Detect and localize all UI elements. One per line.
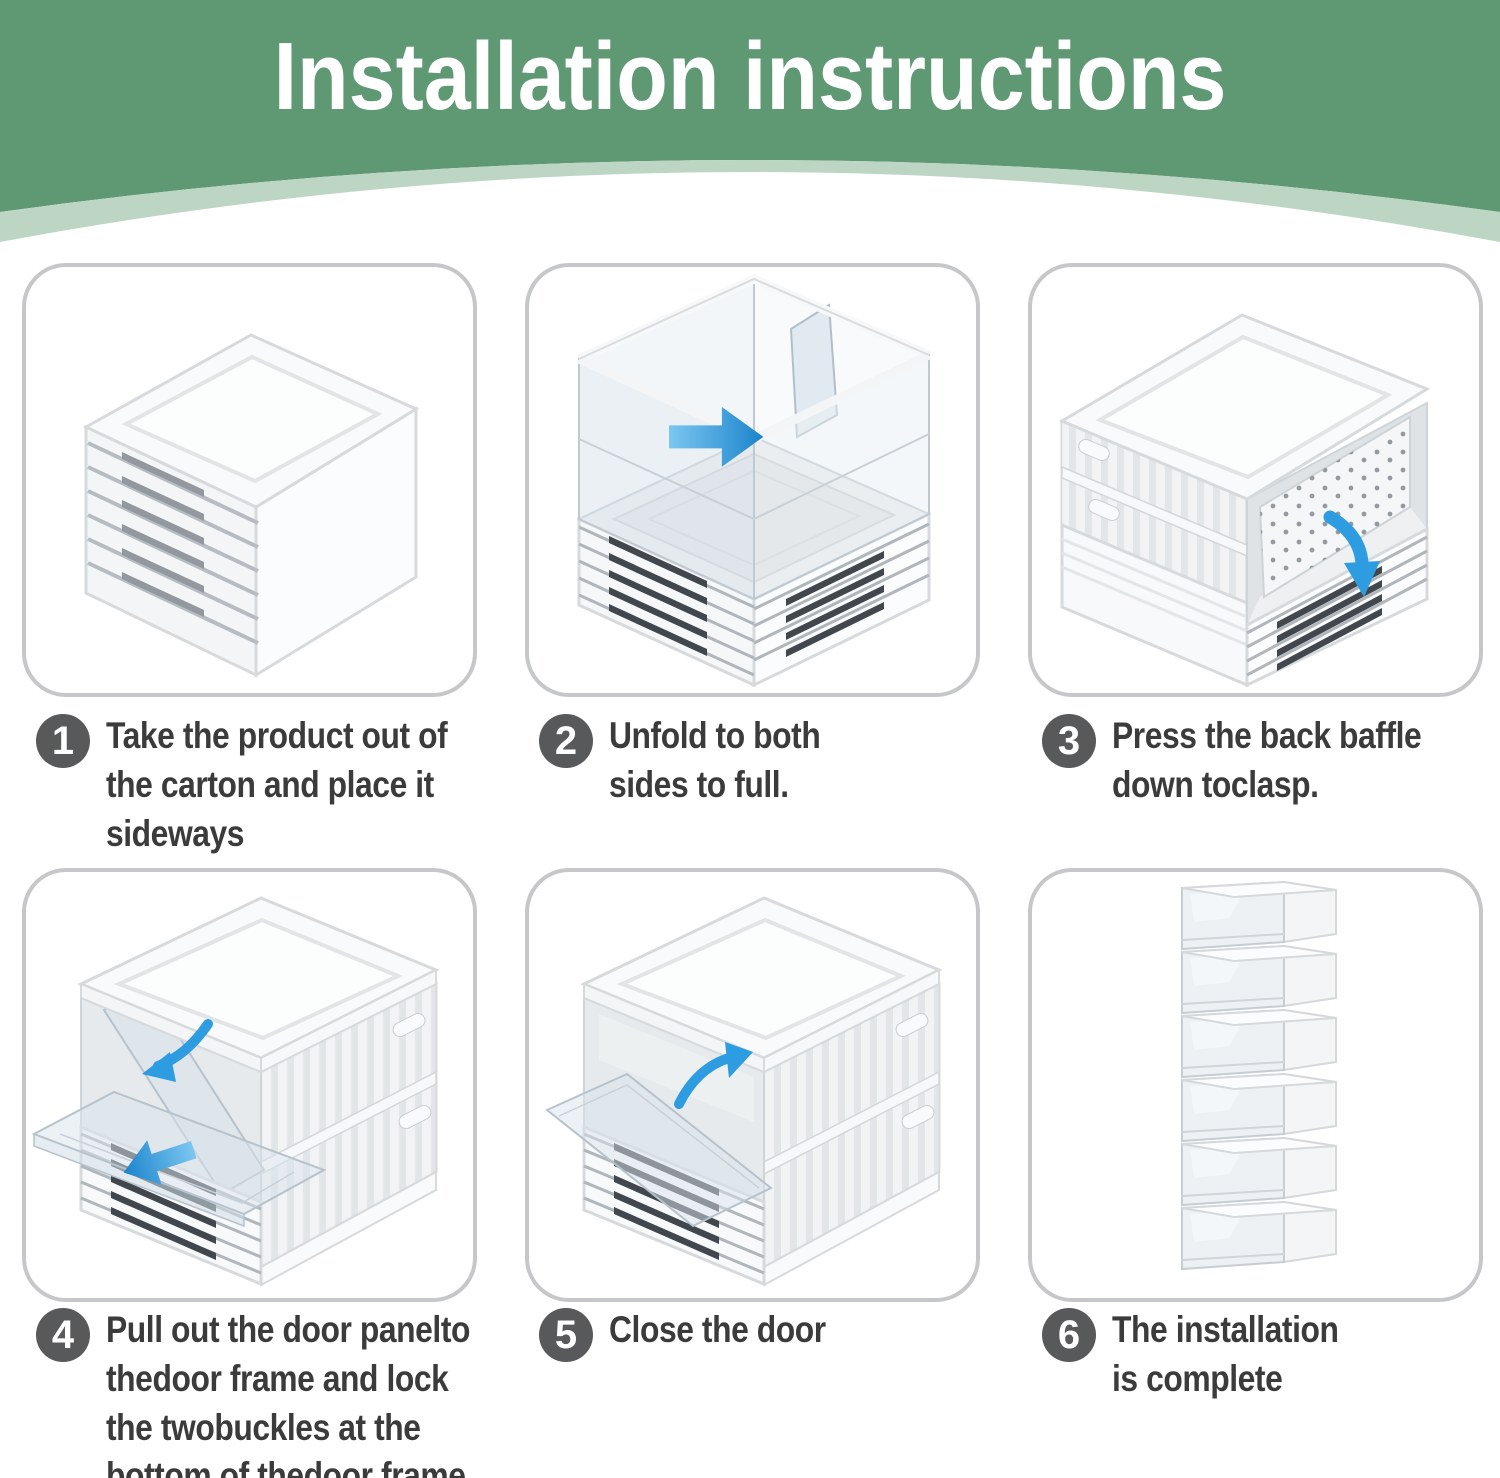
step-4-badge: 4 (36, 1308, 90, 1362)
step-3-badge: 3 (1042, 714, 1096, 768)
folded-stack-illustration (82, 333, 420, 678)
header-curve-graphic (0, 0, 1500, 242)
step-5-caption: 5 Close the door (539, 1306, 1129, 1362)
step-1-text: Take the product out of the carton and p… (106, 715, 448, 854)
step-3-image-panel (1028, 263, 1483, 697)
step-6-text: The installation is complete (1112, 1309, 1339, 1399)
step-4-caption: 4 Pull out the door panelto thedoor fram… (36, 1306, 626, 1478)
step-4-text: Pull out the door panelto thedoor frame … (106, 1309, 470, 1478)
page-title: Installation instructions (273, 23, 1227, 130)
pull-out-door-illustration (31, 896, 440, 1287)
step-6-image-panel (1028, 868, 1483, 1302)
step-1-image-panel (22, 263, 477, 697)
step-5-image-panel (525, 868, 980, 1302)
step-3-text: Press the back baffle down toclasp. (1112, 715, 1422, 805)
step-2-text: Unfold to both sides to full. (609, 715, 821, 805)
header-banner: Installation instructions (0, 0, 1500, 250)
step-5-badge: 5 (539, 1308, 593, 1362)
step-6-caption: 6 The installation is complete (1042, 1306, 1500, 1404)
step-5-text: Close the door (609, 1309, 826, 1350)
blue-curved-arrow-icon (1323, 510, 1380, 597)
step-2-caption: 2 Unfold to both sides to full. (539, 712, 1129, 810)
step-3-caption: 3 Press the back baffle down toclasp. (1042, 712, 1500, 810)
blue-curved-arrow-icon (674, 1042, 753, 1109)
step-1-badge: 1 (36, 714, 90, 768)
step-6-badge: 6 (1042, 1308, 1096, 1362)
step-1-caption: 1 Take the product out of the carton and… (36, 712, 626, 858)
step-4-image-panel (22, 868, 477, 1302)
blue-curved-arrow-icon (142, 1019, 213, 1082)
step-2-image-panel (525, 263, 980, 697)
unfolded-frame-illustration (576, 274, 932, 688)
close-door-illustration (545, 896, 943, 1287)
completed-stack-illustration (1181, 881, 1337, 1270)
step-2-badge: 2 (539, 714, 593, 768)
press-back-baffle-illustration (1058, 313, 1431, 688)
